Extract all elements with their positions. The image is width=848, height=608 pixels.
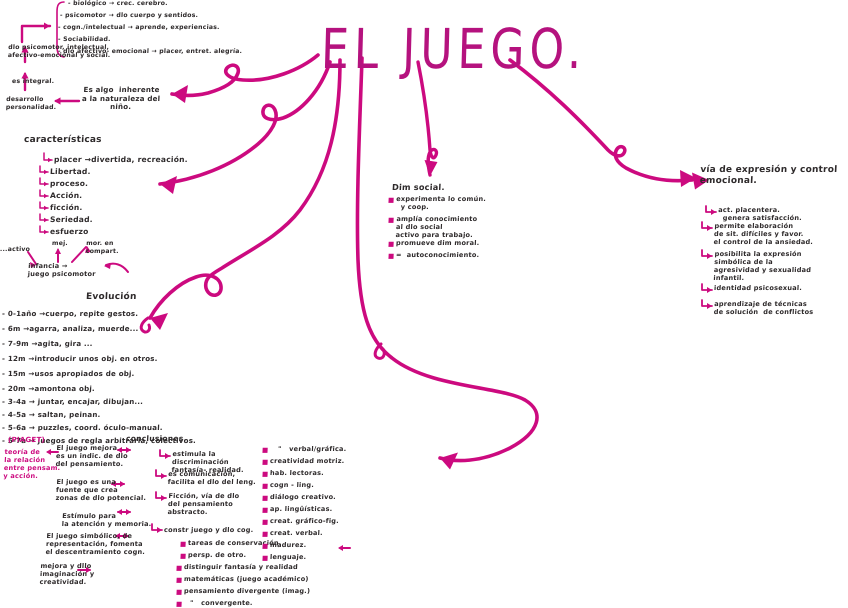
right-bullet-0: ■: [261, 446, 269, 454]
right-bullet-2: ■: [261, 470, 269, 478]
right-list-0: " verbal/gráfica.: [277, 445, 347, 453]
evolucion-heading: Evolución: [85, 292, 137, 302]
evolucion-item-1: - 6m →agarra, analiza, muerde...: [1, 324, 139, 333]
evolucion-item-5: - 20m →amontona obj.: [1, 384, 96, 393]
inherent-note: Es algo inherente a la naturaleza del ni…: [81, 85, 161, 112]
sub-bullet-2: ■: [175, 564, 183, 572]
right-list-8: madurez.: [269, 541, 307, 549]
caracteristica-3: Acción.: [49, 191, 83, 200]
conclusion-sub-4: pensamiento divergente (imag.): [183, 587, 311, 595]
dim-social-heading: Dim social.: [391, 182, 446, 192]
evolucion-item-2: - 7-9m →agita, gira ...: [1, 339, 93, 348]
right-list-5: ap. lingüísticas.: [269, 505, 333, 513]
chain-integral: es integral.: [11, 78, 55, 85]
caracteristicas-heading: características: [23, 135, 102, 145]
piaget-body-2: Estímulo para la atención y memoria.: [61, 512, 152, 529]
dim-social-item-3: = autoconocimiento.: [395, 251, 480, 259]
bracket-item-3: - Sociabilidad.: [57, 36, 111, 43]
caracteristica-5: Seriedad.: [49, 215, 94, 224]
conclusion-sub-3: matemáticas (juego académico): [183, 575, 309, 583]
sub-bullet-1: ■: [179, 552, 187, 560]
dim-social-bullet-3: ■: [387, 252, 395, 260]
conclusion-sub-5: " convergente.: [189, 599, 253, 607]
piaget-body-1: El juego es una fuente que crea zonas de…: [55, 478, 147, 503]
evolucion-item-3: - 12m →introducir unos obj. en otros.: [1, 354, 158, 363]
right-list-7: creat. verbal.: [269, 529, 324, 537]
infancia-left-label: ...activo: [0, 246, 31, 253]
dim-social-item-2: promueve dim moral.: [395, 239, 480, 247]
right-list-4: diálogo creativo.: [269, 493, 337, 501]
chain-personality: desarrollo personalidad.: [5, 96, 57, 111]
conclusion-item-2: Ficción, vía de dlo del pensamiento abst…: [167, 492, 240, 517]
evolucion-item-4: - 15m →usos apropiados de obj.: [1, 369, 135, 378]
infancia-right-label: mor. en compart.: [85, 240, 119, 255]
caracteristica-4: ficción.: [49, 203, 83, 212]
right-bullet-5: ■: [261, 506, 269, 514]
via-expresion-item-3: identidad psicosexual.: [713, 284, 803, 292]
right-bullet-3: ■: [261, 482, 269, 490]
via-expresion-item-1: permite elaboración de sit. difíciles y …: [713, 222, 814, 247]
right-bullet-8: ■: [261, 542, 269, 550]
right-list-9: lenguaje.: [269, 553, 307, 561]
dim-social-bullet-2: ■: [387, 240, 395, 248]
sub-bullet-0: ■: [179, 540, 187, 548]
right-bullet-6: ■: [261, 518, 269, 526]
via-expresion-item-4: aprendizaje de técnicas de solución de c…: [713, 300, 814, 317]
right-list-1: creatividad motriz.: [269, 457, 345, 465]
via-expresion-item-2: posibilita la expresión simbólica de la …: [713, 250, 812, 283]
bracket-item-2: - cogn./intelectual → aprende, experienc…: [57, 24, 220, 31]
caracteristica-0: placer →divertida, recreación.: [53, 155, 189, 164]
evolucion-item-8: - 5-6a → puzzles, coord. óculo-manual.: [1, 423, 164, 432]
conclusion-item-3: constr juego y dlo cog.: [163, 526, 254, 534]
page-title: EL JUEGO.: [320, 18, 588, 82]
conclusion-item-1: es comunicación, facilita el dlo del len…: [167, 470, 257, 487]
infancia-mid-label: mej.: [51, 240, 69, 247]
piaget-label: (PIAGET): [7, 435, 46, 444]
caracteristica-6: esfuerzo: [49, 227, 89, 236]
sub-bullet-4: ■: [175, 588, 183, 596]
right-list-3: cogn - ling.: [269, 481, 315, 489]
right-list-2: hab. lectoras.: [269, 469, 325, 477]
conclusion-sub-2: distinguir fantasía y realidad: [183, 563, 299, 571]
caracteristica-2: proceso.: [49, 179, 89, 188]
dim-social-item-1: amplía conocimiento al dlo social activo…: [395, 215, 478, 240]
bracket-item-0: - biológico → crec. cerebro.: [67, 0, 168, 7]
evolucion-item-6: - 3-4a → juntar, encajar, dibujan...: [1, 397, 144, 406]
evolucion-item-0: - 0-1año →cuerpo, repite gestos.: [1, 309, 139, 318]
piaget-subtitle: teoría de la relación entre pensam. y ac…: [3, 448, 61, 481]
conclusiones-heading: conclusiones.: [125, 434, 187, 443]
right-bullet-1: ■: [261, 458, 269, 466]
via-expresion-item-0: act. placentera. genera satisfacción.: [717, 206, 803, 223]
right-list-6: creat. gráfico-fig.: [269, 517, 340, 525]
dim-social-item-0: experimenta lo común. y coop.: [395, 195, 487, 212]
conclusion-sub-1: persp. de otro.: [187, 551, 247, 559]
sub-bullet-3: ■: [175, 576, 183, 584]
sub-bullet-5: ■: [175, 600, 183, 608]
chain-dimensions: dlo psicomotor, intelectual, afectivo-em…: [7, 44, 111, 59]
evolucion-item-7: - 4-5a → saltan, peinan.: [1, 410, 101, 419]
piaget-body-3: El juego simbólico, de representación, f…: [45, 532, 146, 557]
via-expresion-heading: vía de expresión y control emocional.: [699, 165, 838, 186]
dim-social-bullet-0: ■: [387, 196, 395, 204]
piaget-body-0: El juego mejora es un indic. de dlo del …: [55, 444, 129, 469]
right-bullet-7: ■: [261, 530, 269, 538]
piaget-body-4: mejora y dllo imaginación y creatividad.: [39, 562, 95, 587]
dim-social-bullet-1: ■: [387, 216, 395, 224]
right-bullet-9: ■: [261, 554, 269, 562]
caracteristica-1: Libertad.: [49, 167, 91, 176]
bracket-item-1: - psicomotor → dlo cuerpo y sentidos.: [59, 12, 199, 19]
right-bullet-4: ■: [261, 494, 269, 502]
infancia-bottom: infancia → juego psicomotor: [27, 262, 96, 279]
